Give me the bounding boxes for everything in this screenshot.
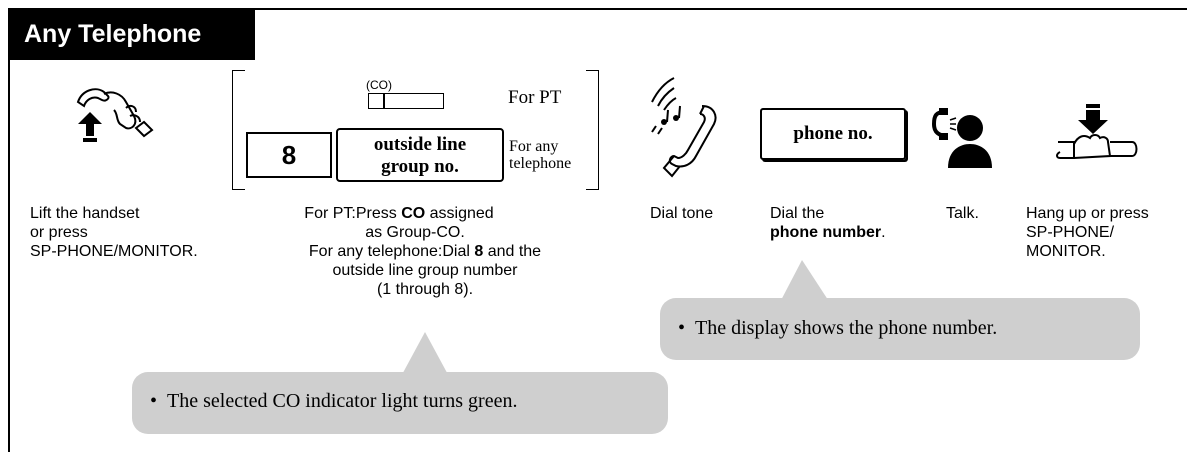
step6-caption: Hang up or press SP-PHONE/ MONITOR. — [1026, 204, 1149, 261]
bullet: • — [150, 390, 158, 412]
text: and the — [483, 243, 542, 260]
co-button — [368, 93, 444, 109]
note-text: • The display shows the phone number. — [678, 317, 997, 339]
frame-left-border — [8, 8, 10, 452]
left-bracket — [232, 70, 245, 190]
note-content: The selected CO indicator light turns gr… — [167, 390, 518, 412]
label-line: For any — [509, 138, 559, 155]
caption-line: outside line group number — [332, 262, 518, 279]
caption-line: For any telephone:Dial 8 and the — [250, 242, 600, 261]
text: For any telephone:Dial — [308, 243, 475, 260]
eight-bold: 8 — [474, 243, 484, 260]
step2-caption: For PT:Press CO assigned as Group-CO. Fo… — [250, 204, 600, 299]
note-display-shows: • The display shows the phone number. — [660, 298, 1140, 360]
note-co-indicator: • The selected CO indicator light turns g… — [132, 372, 668, 434]
lift-handset-icon — [76, 88, 154, 142]
phone-number-bold: phone number — [770, 224, 882, 241]
frame-top-border — [8, 8, 1187, 10]
caption-line: For PT:Press CO assigned — [224, 204, 574, 223]
right-bracket — [586, 70, 599, 190]
phone-number-display-box: phone no. — [760, 108, 906, 160]
section-title: Any Telephone — [8, 8, 255, 60]
caption-line: Lift the handset — [30, 205, 140, 222]
step3-caption: Dial tone — [650, 205, 714, 222]
caption-line: (1 through 8). — [376, 281, 474, 298]
caption-line: SP-PHONE/MONITOR. — [30, 243, 198, 260]
text: . — [881, 224, 886, 241]
caption-line: SP-PHONE/ — [1026, 224, 1115, 241]
text: For PT:Press — [304, 205, 402, 222]
group-line: group no. — [381, 156, 459, 177]
caption-line: Hang up or press — [1026, 205, 1149, 222]
caption-line: Dial the — [770, 205, 825, 222]
callout-pointer — [778, 260, 832, 306]
bullet: • — [678, 317, 686, 339]
dial-tone-handset-icon — [651, 77, 717, 178]
note-text: • The selected CO indicator light turns g… — [150, 390, 517, 412]
label-line: telephone — [509, 155, 572, 172]
caption-line: MONITOR. — [1026, 243, 1106, 260]
hang-up-icon — [1056, 104, 1138, 159]
dial-8-key: 8 — [246, 132, 332, 178]
co-label: (CO) — [366, 78, 392, 92]
group-line: outside line — [373, 134, 467, 155]
co-bold: CO — [401, 205, 426, 222]
note-content: The display shows the phone number. — [695, 317, 998, 339]
talk-person-icon — [931, 108, 992, 168]
callout-pointer — [398, 332, 452, 382]
outside-line-group-box: outside line group no. — [336, 128, 504, 182]
text: assigned — [425, 205, 494, 222]
step5-caption: Talk. — [946, 205, 979, 222]
step1-caption: Lift the handset or press SP-PHONE/MONIT… — [30, 204, 250, 261]
caption-line: or press — [30, 224, 88, 241]
for-any-telephone-label: For any telephone — [509, 138, 571, 172]
co-led-divider — [383, 94, 385, 108]
step4-caption: Dial the phone number. — [770, 204, 886, 242]
caption-line: phone number. — [770, 223, 886, 242]
for-pt-label: For PT — [508, 87, 562, 108]
caption-line: as Group-CO. — [365, 224, 465, 241]
